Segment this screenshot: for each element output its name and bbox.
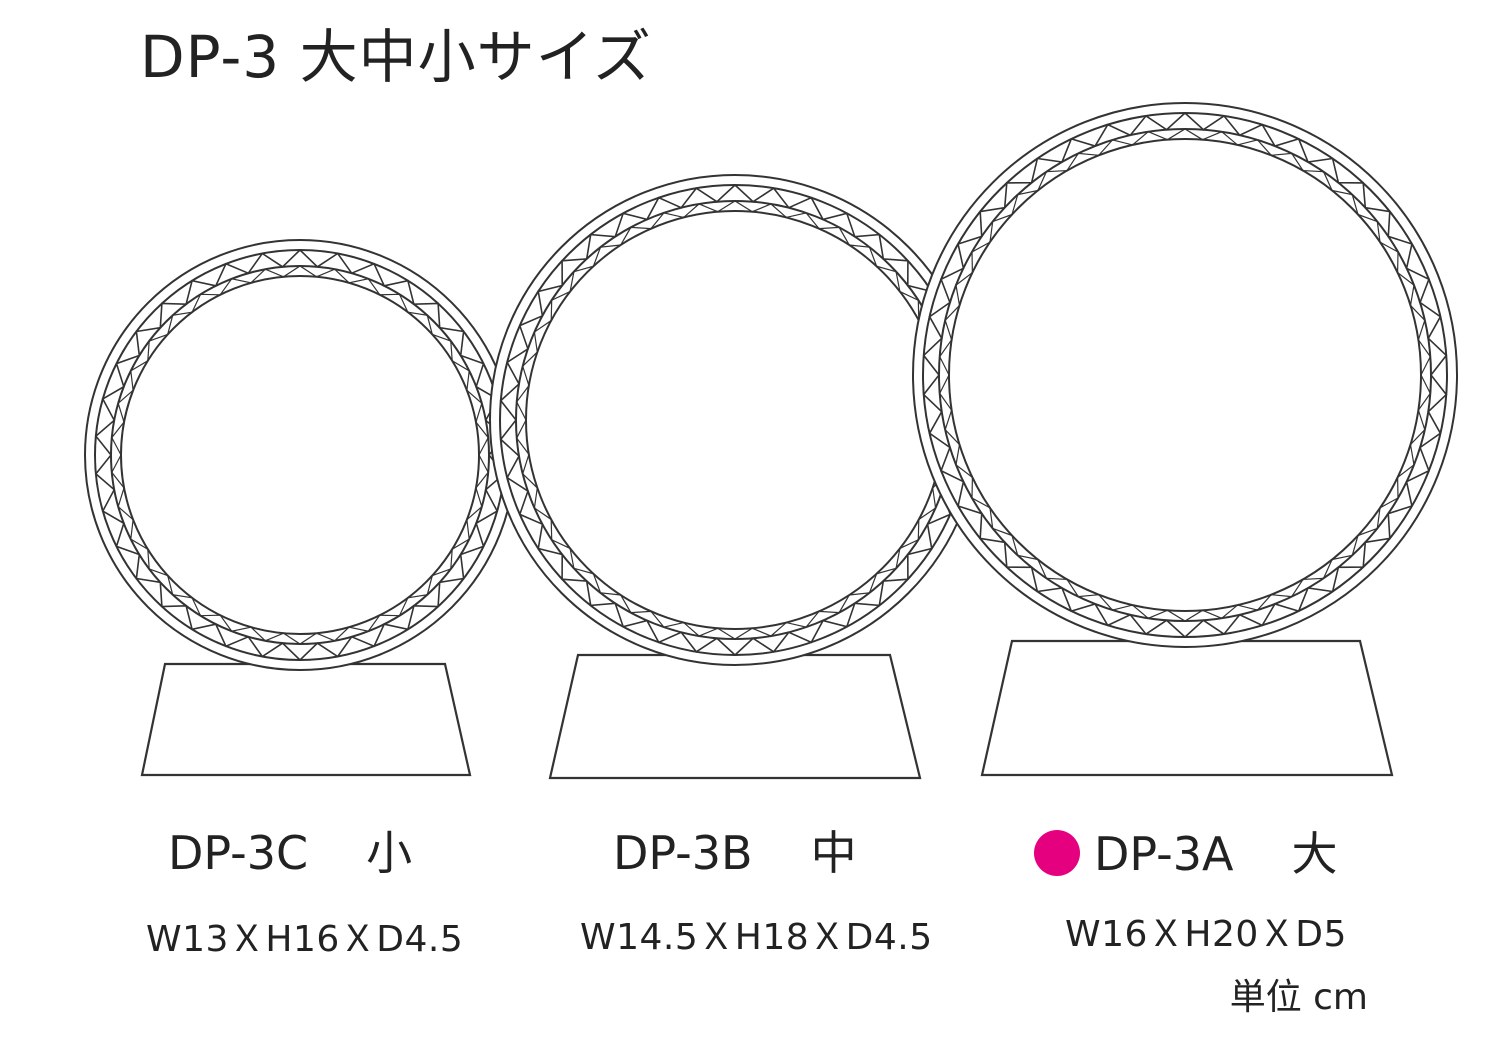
product-code: DP-3C	[168, 826, 309, 880]
ring-circle	[912, 102, 1458, 648]
trophy-base	[548, 653, 922, 780]
page-title: DP-3 大中小サイズ	[140, 23, 652, 91]
product-dimensions-dp-3c: W13ＸH16ＸD4.5	[146, 919, 464, 960]
ring-inner-zigzag	[939, 128, 1431, 622]
ring-circle	[84, 239, 516, 671]
unit-note: 単位 cm	[1229, 977, 1368, 1018]
product-code: DP-3B	[613, 826, 753, 880]
ring-inner-zigzag	[111, 265, 489, 645]
product-dimensions-dp-3b: W14.5ＸH18ＸD4.5	[580, 917, 933, 958]
ring-zigzag-pattern	[922, 112, 1448, 639]
product-size-word: 中	[810, 826, 857, 880]
trophy-dp-3a-large	[912, 102, 1458, 777]
product-code: DP-3A	[1094, 827, 1234, 881]
trophy-dp-3b-medium	[489, 174, 981, 780]
trophy-dp-3c-small	[84, 239, 516, 777]
product-dimensions-dp-3a: W16ＸH20ＸD5	[1065, 914, 1347, 955]
ring-zigzag-pattern	[94, 249, 506, 662]
highlight-dot-icon	[1034, 830, 1080, 876]
product-size-word: 大	[1291, 827, 1338, 881]
trophy-base	[980, 639, 1394, 777]
product-size-word: 小	[366, 826, 413, 880]
trophy-base	[140, 662, 472, 777]
ring-circle	[489, 174, 981, 666]
